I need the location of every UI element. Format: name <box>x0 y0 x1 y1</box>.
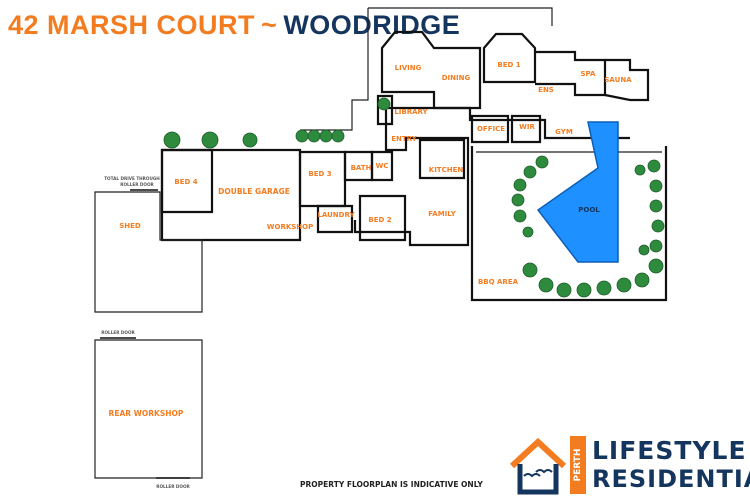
note-roller-door-bottom: ROLLER DOOR <box>156 484 190 489</box>
note-drive-through: TOTAL DRIVE THROUGH <box>104 176 160 181</box>
logo-line1: LIFESTYLE <box>592 436 747 465</box>
tree <box>576 282 592 298</box>
tree <box>522 262 538 278</box>
room-label-rear-workshop: REAR WORKSHOP <box>109 409 184 418</box>
room-labels: LIVING DINING BED 1 SPA SAUNA ENS LIBRAR… <box>101 61 632 489</box>
tree <box>649 239 663 253</box>
room-label-bed3: BED 3 <box>308 170 331 178</box>
brand-logo: PERTH LIFESTYLE RESIDENTIAL <box>508 436 750 496</box>
logo-perth-text: PERTH <box>573 448 583 482</box>
tree <box>163 131 181 149</box>
room-label-sauna: SAUNA <box>604 76 632 84</box>
room-label-entry: ENTRY <box>391 135 417 143</box>
tree <box>242 132 258 148</box>
room-label-library: LIBRARY <box>394 108 428 116</box>
tree <box>201 131 219 149</box>
room-label-shed: SHED <box>119 222 141 230</box>
tree <box>616 277 632 293</box>
tree <box>596 280 612 296</box>
tree <box>649 179 663 193</box>
room-label-bbq-area: BBQ AREA <box>478 278 519 286</box>
tree <box>307 129 321 143</box>
room-label-wc: WC <box>376 162 389 170</box>
room-label-double-garage: DOUBLE GARAGE <box>218 187 290 196</box>
note-roller-door-top: ROLLER DOOR <box>120 182 154 187</box>
tree <box>538 277 554 293</box>
tree <box>556 282 572 298</box>
tree <box>638 244 650 256</box>
tree <box>634 164 646 176</box>
tree <box>647 159 661 173</box>
room-label-bed4: BED 4 <box>174 178 197 186</box>
room-label-bed1: BED 1 <box>497 61 520 69</box>
room-label-office: OFFICE <box>477 125 505 133</box>
disclaimer-text: PROPERTY FLOORPLAN IS INDICATIVE ONLY <box>300 480 483 489</box>
suburb-text: WOODRIDGE <box>283 10 461 40</box>
house-walls <box>160 30 668 302</box>
tree <box>634 272 650 288</box>
garden-trees <box>163 97 665 298</box>
tree <box>535 155 549 169</box>
tree <box>648 258 664 274</box>
room-label-family: FAMILY <box>428 210 456 218</box>
room-label-pool: POOL <box>578 206 600 214</box>
lot-boundary <box>300 7 553 131</box>
room-label-spa: SPA <box>581 70 597 78</box>
address-text: 42 MARSH COURT <box>8 10 256 40</box>
room-label-living: LIVING <box>395 64 422 72</box>
tree <box>319 129 333 143</box>
logo-line2: RESIDENTIAL <box>592 465 750 493</box>
note-roller-door-mid: ROLLER DOOR <box>101 330 135 335</box>
room-label-dining: DINING <box>442 74 471 82</box>
room-label-bath: BATH <box>351 164 372 172</box>
page-title: 42 MARSH COURT~WOODRIDGE <box>8 10 460 41</box>
tree <box>513 209 527 223</box>
pool <box>536 121 619 263</box>
tree <box>513 178 527 192</box>
room-label-bed2: BED 2 <box>368 216 391 224</box>
title-separator: ~ <box>261 10 278 40</box>
tree <box>651 219 665 233</box>
house-logo-icon <box>509 437 567 495</box>
tree <box>523 165 537 179</box>
room-label-ens: ENS <box>538 86 554 94</box>
tree <box>522 226 534 238</box>
tree <box>649 199 663 213</box>
room-label-workshop: WORKSHOP <box>267 223 313 231</box>
room-label-gym: GYM <box>555 128 573 136</box>
room-label-wir: WIR <box>519 123 535 131</box>
room-label-laundry: LAUNDRY <box>317 211 355 219</box>
outbuildings <box>94 189 203 479</box>
tree <box>377 97 391 111</box>
logo-perth-band: PERTH <box>570 436 586 494</box>
tree <box>511 193 525 207</box>
room-label-kitchen: KITCHEN <box>429 166 464 174</box>
tree <box>295 129 309 143</box>
tree <box>331 129 345 143</box>
